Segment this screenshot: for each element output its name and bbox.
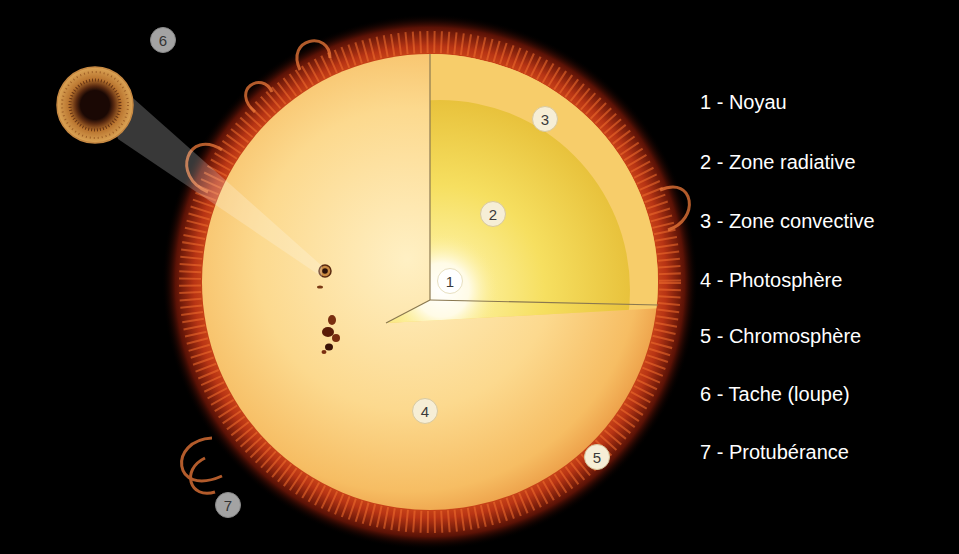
inset-penumbra [70,80,120,130]
sunspots [317,265,340,354]
callout-number: 3 [541,112,549,127]
callout-number: 7 [224,498,232,513]
cut-edge [430,300,658,305]
prominence-loop [297,41,330,70]
convective-zone [202,54,658,510]
photosphere-disk [202,54,658,510]
magnifier-inset [57,67,133,143]
callout-number: 5 [593,450,601,465]
cut-edge [429,54,430,300]
callout-circle: 5 [584,444,610,470]
cut-edge [386,300,430,323]
callout-number: 6 [159,33,167,48]
prominence-loop [191,458,215,493]
legend-entry: 5 - Chromosphère [700,325,861,347]
callout-circle: 1 [437,268,463,294]
prominence-loop [660,187,689,230]
legend-entry: 6 - Tache (loupe) [700,383,850,405]
prominence-loop [246,82,272,112]
sunspot [332,334,340,342]
cutaway-edges [386,54,658,323]
legend-entry: 1 - Noyau [700,91,787,113]
sunspot-umbra [322,268,328,274]
callout-circle: 3 [532,106,558,132]
legend-entry: 3 - Zone convective [700,210,875,232]
callout-number: 4 [421,404,429,419]
chromosphere [162,14,698,550]
callout-circle: 7 [215,492,241,518]
cutaway [202,54,658,510]
callout-circle: 4 [412,398,438,424]
inset-texture [62,72,128,138]
callout-circle: 2 [480,201,506,227]
legend-entry: 2 - Zone radiative [700,151,856,173]
callout-circle: 6 [150,27,176,53]
legend-entry: 4 - Photosphère [700,269,842,291]
legend-entry: 7 - Protubérance [700,441,849,463]
sunspot [328,315,336,325]
core-glow [382,230,502,350]
callout-number: 1 [446,274,454,289]
radiative-zone [250,100,630,480]
sunspot [322,327,334,337]
sunspot [325,344,333,351]
chromosphere-spicules [190,42,670,522]
sunspot [317,285,323,288]
sunspot [322,350,327,354]
callout-number: 2 [489,207,497,222]
